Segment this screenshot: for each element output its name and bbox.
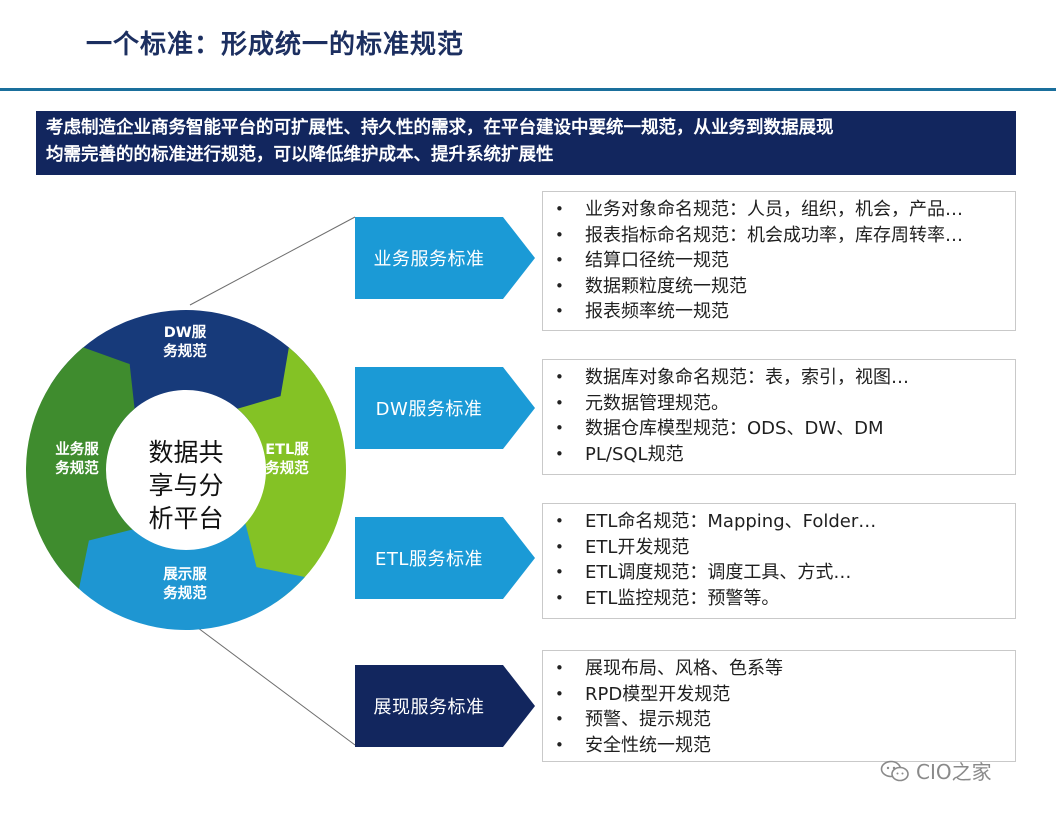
connector-line-top bbox=[189, 216, 356, 306]
ring-center-label: 数据共 享与分 析平台 bbox=[138, 436, 234, 535]
connector-line-bottom bbox=[189, 621, 356, 746]
ring-center-line-3: 析平台 bbox=[148, 504, 224, 533]
segment-label-business-line-2: 务规范 bbox=[55, 461, 99, 477]
ring-segment-business bbox=[25, 347, 135, 589]
list-item: ETL开发规范 bbox=[543, 535, 1015, 561]
list-item: PL/SQL规范 bbox=[543, 442, 1015, 468]
wechat-icon bbox=[880, 760, 909, 781]
intro-banner: 考虑制造企业商务智能平台的可扩展性、持久性的需求，在平台建设中要统一规范，从业务… bbox=[36, 111, 1016, 175]
standard-label-display: 展现服务标准 bbox=[373, 697, 485, 718]
segment-label-dw-line-1: DW服 bbox=[163, 325, 207, 341]
standard-box-etl: ETL命名规范：Mapping、Folder… ETL开发规范 ETL调度规范：… bbox=[542, 503, 1016, 619]
page-title: 一个标准：形成统一的标准规范 bbox=[86, 30, 465, 60]
standard-label-etl: ETL服务标准 bbox=[375, 549, 483, 570]
list-item: 报表指标命名规范：机会成功率，库存周转率… bbox=[543, 223, 1015, 249]
segment-label-dw: DW服 务规范 bbox=[150, 324, 220, 362]
segment-label-etl-line-2: 务规范 bbox=[265, 461, 309, 477]
list-item: 数据颗粒度统一规范 bbox=[543, 274, 1015, 300]
standard-box-business: 业务对象命名规范：人员，组织，机会，产品… 报表指标命名规范：机会成功率，库存周… bbox=[542, 191, 1016, 331]
arrow-shape bbox=[355, 517, 535, 599]
standard-arrow-dw: DW服务标准 bbox=[355, 367, 535, 449]
arrow-shape bbox=[355, 217, 535, 299]
standard-box-dw: 数据库对象命名规范：表，索引，视图… 元数据管理规范。 数据仓库模型规范：ODS… bbox=[542, 359, 1016, 475]
list-item: 安全性统一规范 bbox=[543, 733, 1015, 759]
segment-label-display-line-1: 展示服 bbox=[163, 567, 207, 583]
list-item: ETL调度规范：调度工具、方式… bbox=[543, 560, 1015, 586]
standard-label-dw: DW服务标准 bbox=[375, 399, 483, 420]
list-item: 展现布局、风格、色系等 bbox=[543, 656, 1015, 682]
watermark-text: CIO之家 bbox=[916, 760, 992, 784]
segment-label-display: 展示服 务规范 bbox=[150, 566, 220, 604]
standard-box-display: 展现布局、风格、色系等 RPD模型开发规范 预警、提示规范 安全性统一规范 bbox=[542, 650, 1016, 762]
list-item: 业务对象命名规范：人员，组织，机会，产品… bbox=[543, 197, 1015, 223]
ring-segment-display bbox=[53, 514, 305, 631]
segment-label-business: 业务服 务规范 bbox=[42, 441, 112, 479]
ring-center-line-2: 享与分 bbox=[148, 471, 224, 500]
list-item: 元数据管理规范。 bbox=[543, 391, 1015, 417]
list-item: 数据仓库模型规范：ODS、DW、DM bbox=[543, 416, 1015, 442]
segment-label-business-line-1: 业务服 bbox=[55, 442, 99, 458]
list-item: 预警、提示规范 bbox=[543, 707, 1015, 733]
list-item: ETL命名规范：Mapping、Folder… bbox=[543, 509, 1015, 535]
standard-label-business: 业务服务标准 bbox=[373, 249, 485, 270]
ring-segment-etl bbox=[230, 347, 346, 603]
segment-label-display-line-2: 务规范 bbox=[163, 586, 207, 602]
list-item: 数据库对象命名规范：表，索引，视图… bbox=[543, 365, 1015, 391]
segment-label-etl: ETL服 务规范 bbox=[252, 441, 322, 479]
list-item: RPD模型开发规范 bbox=[543, 682, 1015, 708]
list-item: 报表频率统一规范 bbox=[543, 299, 1015, 325]
list-item: 结算口径统一规范 bbox=[543, 248, 1015, 274]
list-item: ETL监控规范：预警等。 bbox=[543, 586, 1015, 612]
standard-arrow-etl: ETL服务标准 bbox=[355, 517, 535, 599]
watermark: CIO之家 bbox=[880, 756, 992, 785]
title-divider bbox=[0, 88, 1056, 91]
standard-arrow-display: 展现服务标准 bbox=[355, 665, 535, 747]
intro-line-1: 考虑制造企业商务智能平台的可扩展性、持久性的需求，在平台建设中要统一规范，从业务… bbox=[46, 118, 834, 138]
ring-center-disc bbox=[108, 392, 264, 548]
segment-label-etl-line-1: ETL服 bbox=[265, 442, 309, 458]
arrow-shape bbox=[355, 367, 535, 449]
segment-label-dw-line-2: 务规范 bbox=[163, 344, 207, 360]
ring-center-line-1: 数据共 bbox=[148, 438, 224, 467]
standard-arrow-business: 业务服务标准 bbox=[355, 217, 535, 299]
intro-line-2: 均需完善的的标准进行规范，可以降低维护成本、提升系统扩展性 bbox=[46, 145, 554, 165]
arrow-shape bbox=[355, 665, 535, 747]
